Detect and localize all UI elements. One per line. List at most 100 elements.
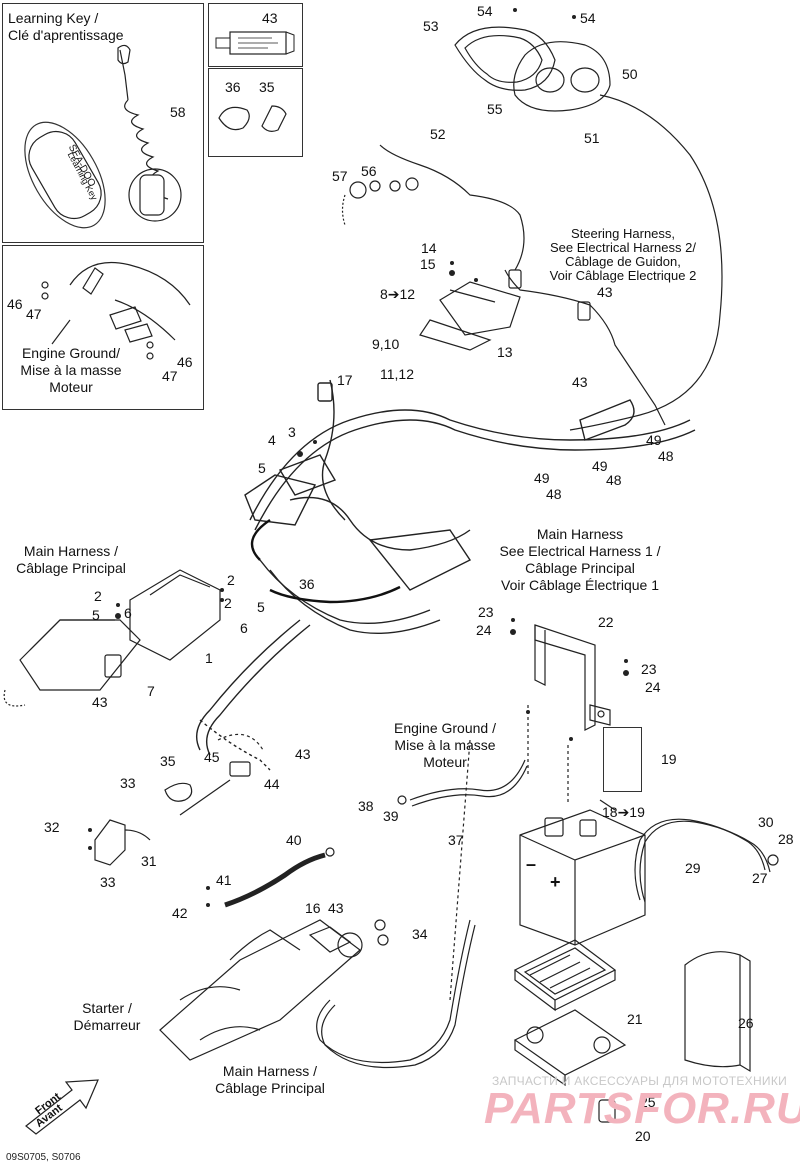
main-harness-left-caption: Main Harness / Câblage Principal: [6, 543, 136, 577]
part-number-callout: 52: [430, 126, 446, 142]
caption-line: Main Harness /: [222, 1063, 318, 1079]
part-number-callout: 48: [546, 486, 562, 502]
caption-line: Câblage Principal: [525, 560, 635, 576]
caption-line: Main Harness /: [23, 543, 119, 559]
part-number-callout: 23: [641, 661, 657, 677]
main-harness-drawing: [196, 379, 696, 771]
watermark-logo: PARTSFOR.RU: [484, 1084, 800, 1133]
part-number-callout: 33: [100, 874, 116, 890]
battery-minus-symbol: –: [526, 854, 537, 874]
front-arrow-icon: [25, 1079, 99, 1135]
part-number-callout: 27: [752, 870, 768, 886]
caption-line: Engine Ground /: [394, 720, 496, 736]
engine-ground-inset-drawing: [41, 261, 191, 360]
battery-plus-symbol: +: [550, 872, 561, 892]
battery-cable-drawing: [634, 818, 779, 903]
part-number-callout: 9,10: [372, 336, 400, 352]
main-harness-bottom-caption: Main Harness / Câblage Principal: [200, 1063, 340, 1097]
part-number-callout: 40: [286, 832, 302, 848]
part-number-callout: 43: [262, 10, 278, 26]
drawing-code: 09S0705, S0706: [6, 1152, 81, 1163]
part-number-callout: 25: [640, 1094, 656, 1110]
caption-line: Starter /: [82, 1000, 132, 1016]
part-number-callout: 1: [205, 650, 213, 666]
part-number-callout: 2: [94, 588, 102, 604]
part-number-callout: 6: [124, 605, 132, 621]
caption-line: Câblage Principal: [215, 1080, 325, 1096]
part-number-callout: 46: [177, 354, 193, 370]
battery-bracket-drawing: [534, 624, 611, 731]
part-number-callout: 22: [598, 614, 614, 630]
engine-ground-inset-caption: Engine Ground/ Mise à la masse Moteur: [6, 345, 136, 396]
part-number-callout: 20: [635, 1128, 651, 1144]
steering-harness-drawing: [341, 144, 666, 426]
caption-line: Câblage Principal: [16, 560, 126, 576]
caption-line: Voir Câblage Electrique 2: [549, 268, 697, 283]
part-number-callout: 28: [778, 831, 794, 847]
starter-drawing: [159, 739, 476, 1068]
part-number-callout: 26: [738, 1015, 754, 1031]
part-number-callout: 42: [172, 905, 188, 921]
part-number-callout: 17: [337, 372, 353, 388]
learning-key-illustration: [24, 44, 182, 229]
clip-box: [208, 68, 303, 157]
part-number-callout: 43: [92, 694, 108, 710]
battery-cover-drawing: [684, 951, 751, 1073]
part-number-callout: 54: [477, 3, 493, 19]
learning-key-title: Learning Key /: [8, 10, 99, 26]
part-number-callout: 43: [295, 746, 311, 762]
part-number-callout: 39: [383, 808, 399, 824]
learning-key-title-fr: Clé d'aprentissage: [8, 27, 124, 43]
caption-line: See Electrical Harness 2/: [550, 240, 696, 255]
fasteners: [88, 8, 629, 907]
engine-ground-inset-line1: Engine Ground/: [21, 345, 121, 361]
steering-harness-caption: Steering Harness, See Electrical Harness…: [548, 227, 698, 283]
part-number-callout: 13: [497, 344, 513, 360]
part-number-callout: 38: [358, 798, 374, 814]
part-number-callout: 32: [44, 819, 60, 835]
part-number-callout: 5: [92, 607, 100, 623]
part-number-callout: 6: [240, 620, 248, 636]
part-number-callout: 31: [141, 853, 157, 869]
part-number-callout: 43: [328, 900, 344, 916]
part-number-callout: 41: [216, 872, 232, 888]
grease-tube-box: [208, 3, 303, 67]
part-number-callout: 43: [572, 374, 588, 390]
part-number-callout: 55: [487, 101, 503, 117]
clip-icon: [218, 105, 287, 132]
main-harness-center-caption: Main Harness See Electrical Harness 1 / …: [480, 526, 680, 594]
engine-ground-mid-caption: Engine Ground / Mise à la masse Moteur: [380, 720, 510, 771]
part-number-callout: 29: [685, 860, 701, 876]
part-number-callout: 47: [162, 368, 178, 384]
part-number-callout: 46: [7, 296, 23, 312]
battery-tray-drawing: [513, 939, 617, 1012]
caption-line: Voir Câblage Électrique 1: [501, 577, 659, 593]
relay-drawing: [94, 819, 151, 866]
part-number-callout: 35: [259, 79, 275, 95]
caption-line: Câblage de Guidon,: [565, 254, 681, 269]
part-number-callout: 24: [476, 622, 492, 638]
fastener-box-19: [603, 727, 642, 792]
part-number-callout: 50: [622, 66, 638, 82]
part-number-callout: 4: [268, 432, 276, 448]
part-number-callout: 23: [478, 604, 494, 620]
watermark-subtitle: ЗАПЧАСТИ И АКСЕССУАРЫ ДЛЯ МОТОТЕХНИКИ: [492, 1074, 788, 1088]
part-number-callout: 44: [264, 776, 280, 792]
part-number-callout: 53: [423, 18, 439, 34]
part-number-callout: 2: [227, 572, 235, 588]
control-module-drawing: [419, 281, 521, 351]
part-number-callout: 18➔19: [602, 804, 645, 820]
grease-tube-icon: [215, 31, 295, 55]
part-number-callout: 54: [580, 10, 596, 26]
part-number-callout: 48: [658, 448, 674, 464]
engine-ground-inset-line3: Moteur: [49, 379, 93, 395]
part-number-callout: 45: [204, 749, 220, 765]
part-number-callout: 34: [412, 926, 428, 942]
fuse-box-drawing: [3, 569, 221, 707]
starter-caption: Starter / Démarreur: [62, 1000, 152, 1034]
part-number-callout: 5: [258, 460, 266, 476]
caption-line: Démarreur: [73, 1017, 141, 1033]
part-number-callout: 3: [288, 424, 296, 440]
connector-drawing: [164, 733, 264, 816]
